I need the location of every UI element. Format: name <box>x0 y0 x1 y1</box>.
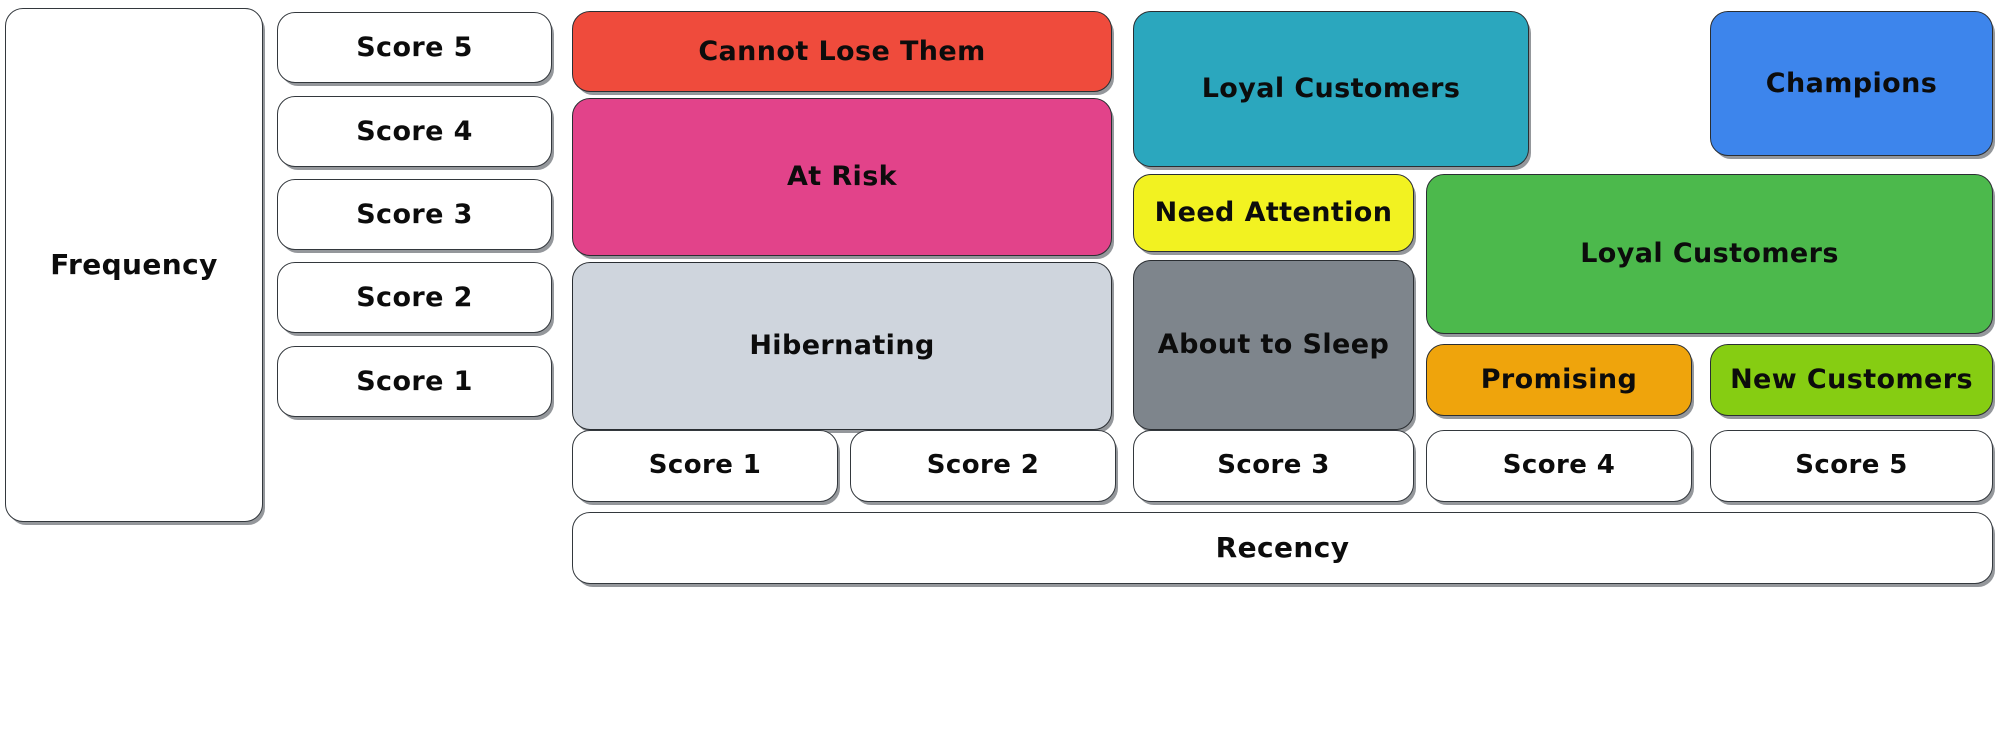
frequency-score-5[interactable]: Score 5 <box>277 12 552 83</box>
segment-at-risk[interactable]: At Risk <box>572 98 1112 256</box>
recency-score-5[interactable]: Score 5 <box>1710 430 1993 502</box>
segment-champions[interactable]: Champions <box>1710 11 1993 156</box>
recency-score-2-label: Score 2 <box>926 450 1040 481</box>
frequency-score-2[interactable]: Score 2 <box>277 262 552 333</box>
segment-promising[interactable]: Promising <box>1426 344 1692 416</box>
segment-hibernating[interactable]: Hibernating <box>572 262 1112 430</box>
frequency-score-3-label: Score 3 <box>356 198 473 230</box>
recency-axis-label: Recency <box>1215 530 1350 564</box>
frequency-score-3[interactable]: Score 3 <box>277 179 552 250</box>
frequency-score-1-label: Score 1 <box>356 365 473 397</box>
segment-about-to-sleep-label: About to Sleep <box>1157 329 1390 361</box>
segment-cannot-lose-them[interactable]: Cannot Lose Them <box>572 11 1112 92</box>
segment-champions-label: Champions <box>1765 67 1938 99</box>
segment-at-risk-label: At Risk <box>786 161 898 193</box>
recency-score-4-label: Score 4 <box>1502 450 1616 481</box>
recency-score-3-label: Score 3 <box>1217 450 1330 481</box>
segment-loyal-customers-teal[interactable]: Loyal Customers <box>1133 11 1529 167</box>
recency-score-1[interactable]: Score 1 <box>572 430 838 502</box>
recency-score-2[interactable]: Score 2 <box>850 430 1116 502</box>
recency-score-5-label: Score 5 <box>1795 450 1908 481</box>
segment-need-attention-label: Need Attention <box>1154 197 1393 229</box>
frequency-score-5-label: Score 5 <box>356 31 473 63</box>
frequency-axis-label: Frequency <box>50 247 218 281</box>
recency-score-4[interactable]: Score 4 <box>1426 430 1692 502</box>
frequency-score-2-label: Score 2 <box>356 281 473 313</box>
recency-score-3[interactable]: Score 3 <box>1133 430 1414 502</box>
frequency-score-1[interactable]: Score 1 <box>277 346 552 417</box>
frequency-score-4-label: Score 4 <box>356 115 473 147</box>
segment-cannot-lose-them-label: Cannot Lose Them <box>698 35 986 67</box>
segment-about-to-sleep[interactable]: About to Sleep <box>1133 260 1414 430</box>
segment-loyal-customers-teal-label: Loyal Customers <box>1201 73 1461 105</box>
frequency-axis-box: Frequency <box>5 8 263 522</box>
frequency-score-4[interactable]: Score 4 <box>277 96 552 167</box>
segment-hibernating-label: Hibernating <box>749 330 935 362</box>
segment-need-attention[interactable]: Need Attention <box>1133 174 1414 252</box>
segment-loyal-customers-green-label: Loyal Customers <box>1580 238 1839 270</box>
recency-score-1-label: Score 1 <box>648 450 762 481</box>
segment-promising-label: Promising <box>1480 364 1638 396</box>
recency-axis-box: Recency <box>572 512 1993 584</box>
segment-loyal-customers-green[interactable]: Loyal Customers <box>1426 174 1993 334</box>
segment-new-customers[interactable]: New Customers <box>1710 344 1993 416</box>
segment-new-customers-label: New Customers <box>1730 364 1973 396</box>
